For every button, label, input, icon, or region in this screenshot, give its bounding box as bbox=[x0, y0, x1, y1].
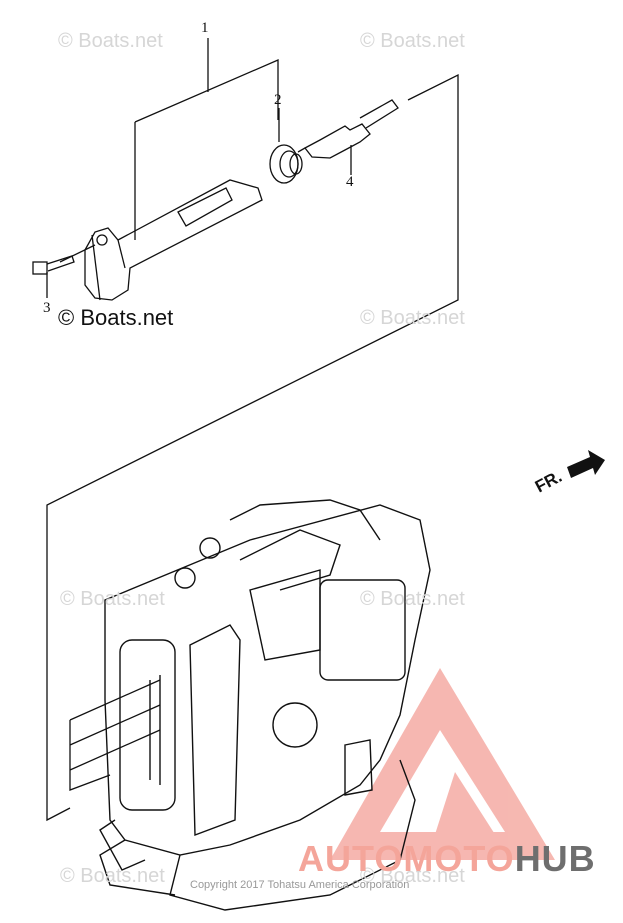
engine-assembly bbox=[99, 499, 431, 911]
watermark: © Boats.net bbox=[360, 30, 465, 52]
ignition-coil bbox=[84, 179, 263, 301]
logo-wordmark: AUTOMOTOHUB bbox=[298, 838, 596, 879]
callout-1-bracket bbox=[134, 38, 279, 240]
spark-plug bbox=[297, 99, 399, 159]
watermark: © Boats.net bbox=[60, 865, 165, 887]
callout-1: 1 bbox=[201, 20, 209, 36]
callout-4: 4 bbox=[346, 174, 354, 190]
front-direction-arrow bbox=[567, 450, 605, 478]
footer-copyright: Copyright 2017 Tohatsu America Corporati… bbox=[190, 879, 410, 891]
bolt bbox=[32, 255, 75, 275]
logo-mark bbox=[330, 668, 555, 860]
watermark: © Boats.net bbox=[360, 588, 465, 610]
callout-2: 2 bbox=[274, 92, 282, 108]
projection-frame bbox=[46, 73, 459, 822]
grommet bbox=[269, 144, 303, 184]
watermark: © Boats.net bbox=[60, 588, 165, 610]
boats-net-copyright: © Boats.net bbox=[58, 305, 174, 330]
watermark: © Boats.net bbox=[360, 865, 465, 887]
watermark: © Boats.net bbox=[58, 30, 163, 52]
callout-3: 3 bbox=[43, 300, 51, 316]
watermark: © Boats.net bbox=[360, 307, 465, 329]
